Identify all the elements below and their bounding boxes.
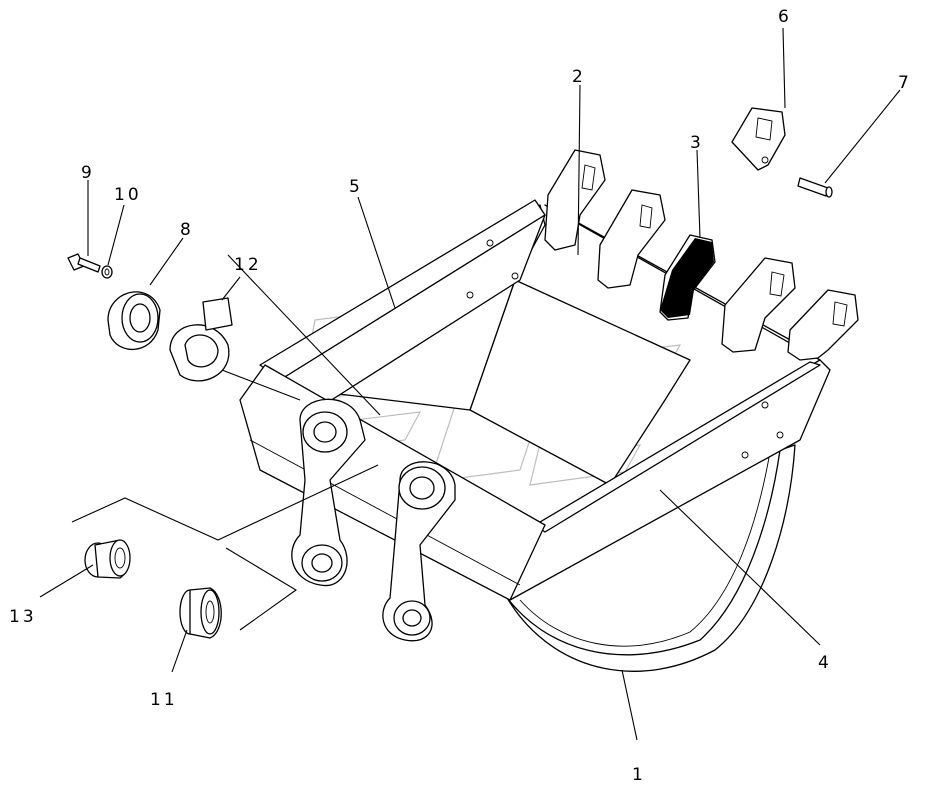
part-12-shim-ring	[169, 297, 233, 382]
part-8-boss-collar	[107, 291, 161, 351]
callout-9: 9	[81, 163, 95, 183]
callout-labels: 1 2 3 4 5 6 7 8 9 10 11 12 13	[9, 7, 912, 785]
callout-13: 13	[9, 607, 37, 627]
part-9-bolt	[67, 253, 101, 273]
part-7-pin	[797, 177, 833, 198]
leader-6	[782, 27, 786, 109]
part-13-bushing	[84, 539, 131, 579]
part-6-tooth-tip	[731, 107, 786, 171]
hinge-ear-plates	[291, 398, 456, 642]
bucket-body	[239, 199, 831, 601]
callout-11: 11	[150, 690, 178, 710]
leader-7	[824, 89, 901, 184]
leader-8	[149, 237, 184, 286]
leader-11	[171, 629, 188, 673]
callout-6: 6	[778, 7, 792, 27]
leader-4	[659, 489, 821, 646]
leader-1	[621, 669, 638, 741]
assembly-lines	[71, 254, 381, 631]
part-3-dark-tooth-adapter	[660, 238, 714, 318]
leader-13	[39, 564, 94, 598]
callout-5: 5	[349, 177, 363, 197]
callout-12: 12	[234, 255, 262, 275]
callout-4: 4	[818, 653, 832, 673]
callout-7: 7	[898, 73, 912, 93]
callout-1: 1	[632, 765, 646, 785]
part-1-bottom-plate	[504, 444, 796, 672]
leader-10	[107, 204, 125, 266]
leader-lines	[39, 27, 901, 741]
leader-5	[357, 196, 396, 309]
leader-12	[221, 276, 241, 301]
part-10-washer	[101, 265, 113, 279]
leader-2	[577, 84, 581, 256]
callout-3: 3	[690, 133, 704, 153]
leader-3	[696, 149, 701, 239]
callout-10: 10	[114, 185, 142, 205]
callout-2: 2	[572, 67, 586, 87]
part-11-bushing	[179, 587, 222, 639]
callout-8: 8	[180, 220, 194, 240]
